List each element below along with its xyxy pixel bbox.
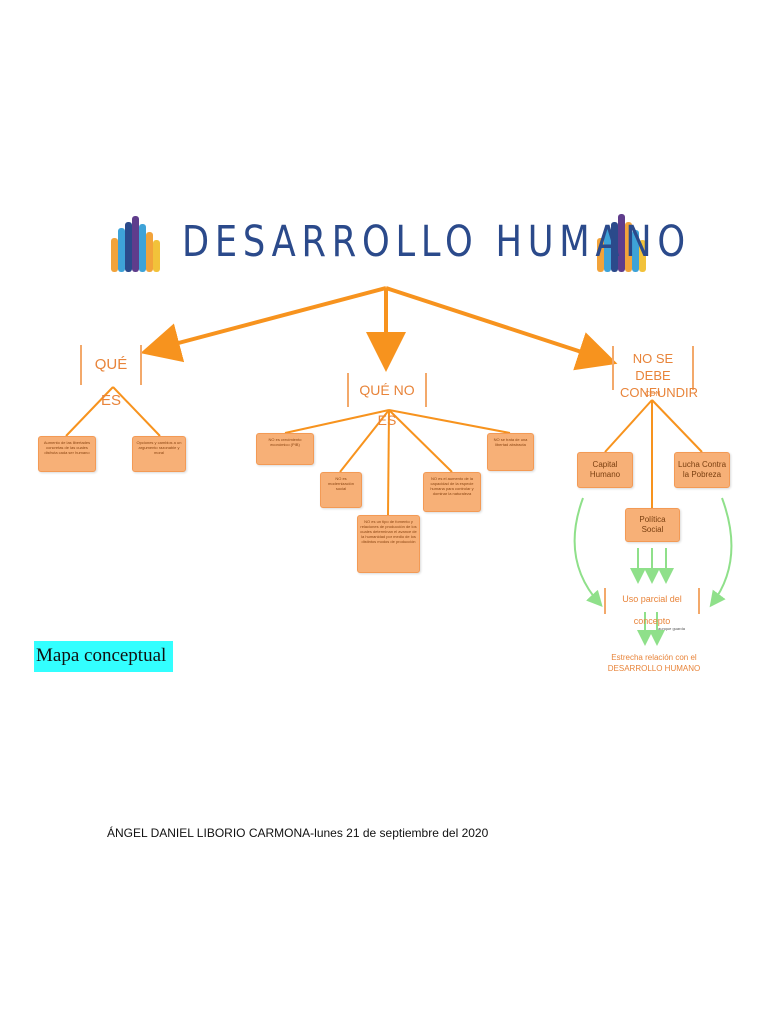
uso-parcial-box: Uso parcial del concepto [604, 588, 700, 626]
raised-hands-left-icon [111, 216, 160, 272]
branch-que-es: QUÉ ES [80, 345, 142, 409]
estrecha-line-1: Estrecha relación con el [611, 653, 697, 662]
branch-que-no-es-label: QUÉ NO ES [359, 382, 415, 428]
que-no-es-node-1: NO es crecimiento económico (PIB) [256, 433, 314, 465]
branch-que-es-label: QUÉ ES [94, 356, 128, 409]
node-capital-humano: Capital Humano [577, 452, 633, 488]
author-date-footer: ÁNGEL DANIEL LIBORIO CARMONA-lunes 21 de… [107, 826, 489, 840]
connector-lines [65, 386, 703, 516]
con-label: CON [645, 391, 661, 398]
main-arrows [140, 286, 618, 372]
aunque-guarda-label: aunque guarda [658, 626, 685, 631]
que-no-es-node-5: NO se trata de una libertad abstracta [487, 433, 534, 471]
node-lucha-pobreza: Lucha Contra la Pobreza [674, 452, 730, 488]
diagram-title: DESARROLLO HUMANO [182, 217, 691, 267]
estrecha-line-2: DESARROLLO HUMANO [607, 664, 701, 673]
que-es-node-2: Opciones y cambios a un argumento razona… [132, 436, 186, 472]
caption-label: Mapa conceptual [34, 641, 173, 672]
branch-no-confundir-label: NO SE DEBE CONFUNDIR [620, 351, 698, 400]
green-arrows [573, 497, 733, 646]
branch-que-no-es: QUÉ NO ES [347, 373, 427, 428]
estrecha-relacion-note: Estrecha relación con el DESARROLLO HUMA… [596, 652, 712, 674]
que-no-es-node-2: NO es modernización social [320, 472, 362, 508]
branch-no-confundir: NO SE DEBE CONFUNDIR [612, 346, 698, 400]
node-politica-social: Política Social [625, 508, 680, 542]
que-no-es-node-3: NO es un tipo de fomento y relaciones de… [357, 515, 420, 573]
que-es-node-1: Aumento de las libertades concretas de l… [38, 436, 96, 472]
raised-hands-right-icon [597, 214, 646, 272]
uso-parcial-label: Uso parcial del concepto [622, 594, 682, 626]
que-no-es-node-4: NO es el aumento de la capacidad de la e… [423, 472, 481, 512]
